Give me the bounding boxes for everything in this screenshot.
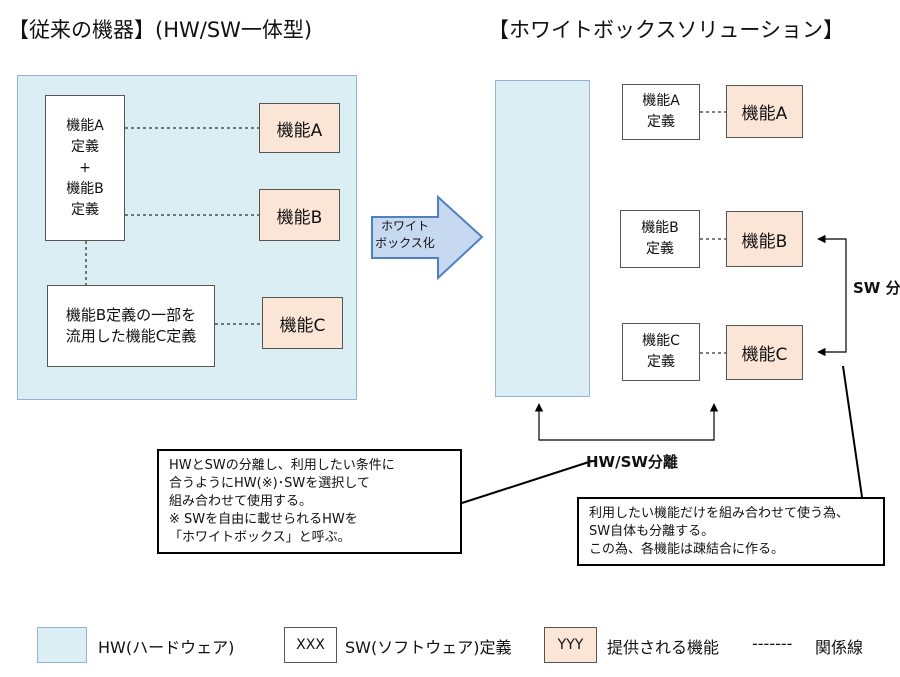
left-def-ab: 機能A 定義 + 機能B 定義 <box>45 95 125 241</box>
legend-line-label: 関係線 <box>815 638 864 657</box>
left-note: HWとSWの分離し、利用したい条件に 合うようにHW(※)･SWを選択して 組み… <box>157 449 462 554</box>
hw-sw-split-label: HW/SW分離 <box>586 453 678 471</box>
sw-split-label: SW 分離 <box>853 279 900 297</box>
callout-pointer-left <box>461 460 593 504</box>
legend-line-sample: ------- <box>752 634 793 653</box>
whitebox-arrow <box>371 194 484 281</box>
legend-hw-label: HW(ハードウェア) <box>98 638 235 657</box>
right-def-a: 機能A 定義 <box>622 84 700 140</box>
right-title: 【ホワイトボックスソリューション】 <box>488 18 844 42</box>
left-func-c: 機能C <box>262 297 343 349</box>
legend-function-swatch: YYY <box>544 627 597 663</box>
hw-sw-split-arrow <box>534 403 719 441</box>
whitebox-arrow-label: ホワイト ボックス化 <box>375 219 435 250</box>
right-note: 利用したい機能だけを組み合わせて使う為、 SW自体も分離する。 この為、各機能は… <box>577 497 885 566</box>
legend-sw-label: SW(ソフトウェア)定義 <box>345 638 512 657</box>
legend-sw-swatch: XXX <box>284 627 337 663</box>
left-func-a: 機能A <box>259 103 340 153</box>
right-func-b: 機能B <box>726 211 803 267</box>
right-def-c: 機能C 定義 <box>622 323 700 381</box>
left-def-c: 機能B定義の一部を 流用した機能C定義 <box>47 285 215 367</box>
right-hw-box <box>495 80 590 397</box>
sw-split-arrow <box>817 234 847 357</box>
right-def-b: 機能B 定義 <box>620 210 700 268</box>
callout-pointer-right <box>842 365 863 498</box>
legend-function-label: 提供される機能 <box>607 638 720 657</box>
right-func-c: 機能C <box>726 325 803 380</box>
left-func-b: 機能B <box>259 189 340 241</box>
left-title: 【従来の機器】(HW/SW一体型) <box>8 18 313 42</box>
right-func-a: 機能A <box>726 85 803 138</box>
legend-hw-swatch <box>37 627 87 663</box>
